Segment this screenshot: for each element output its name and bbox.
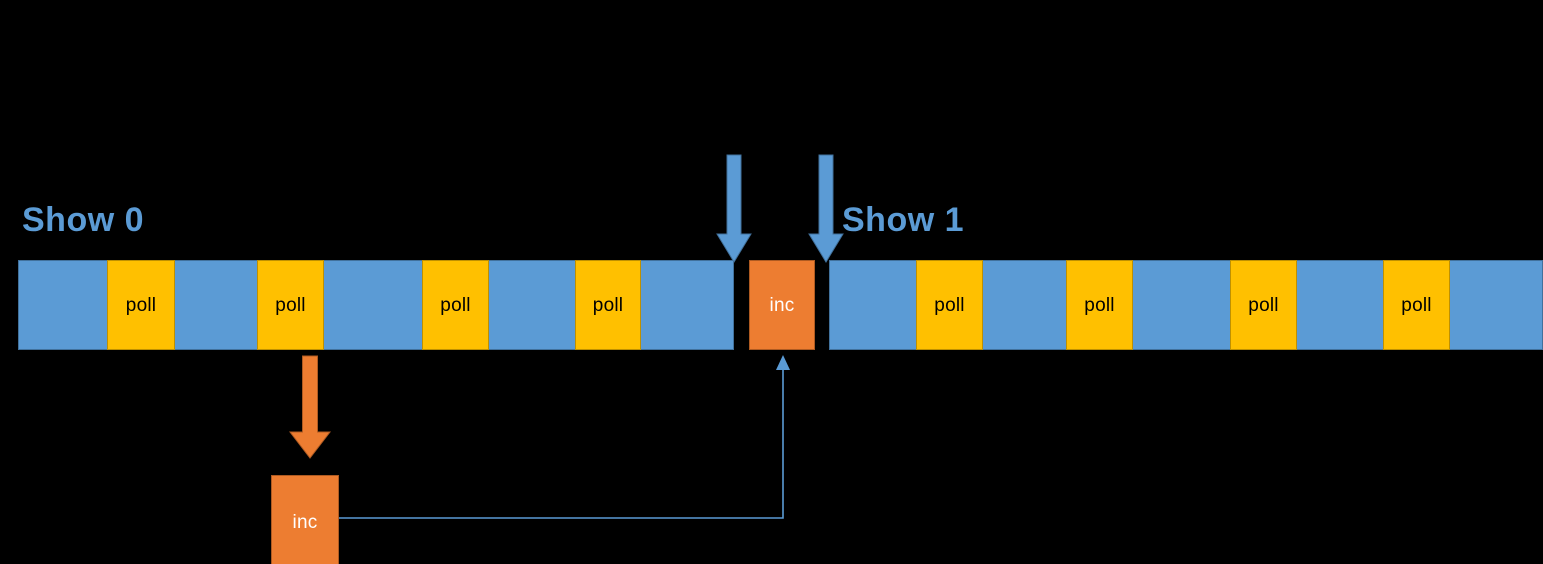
- poll-task-block[interactable]: poll: [422, 260, 489, 350]
- frame-marker-arrow-1: [716, 154, 752, 263]
- poll-task-block[interactable]: poll: [1383, 260, 1450, 350]
- poll-task-block[interactable]: poll: [1066, 260, 1133, 350]
- poll-task-block[interactable]: poll: [575, 260, 641, 350]
- inc-task-block-main[interactable]: inc: [749, 260, 815, 350]
- defer-arrow: [288, 355, 332, 459]
- section-label-show-1: Show 1: [842, 201, 965, 239]
- frame-marker-arrow-2: [808, 154, 844, 263]
- inc-task-block-deferred[interactable]: inc: [271, 475, 339, 564]
- section-label-show-0: Show 0: [22, 201, 145, 239]
- poll-task-block[interactable]: poll: [107, 260, 175, 350]
- inc-return-connector: [339, 355, 790, 519]
- poll-task-block[interactable]: poll: [1230, 260, 1297, 350]
- poll-task-block[interactable]: poll: [916, 260, 983, 350]
- poll-task-block[interactable]: poll: [257, 260, 324, 350]
